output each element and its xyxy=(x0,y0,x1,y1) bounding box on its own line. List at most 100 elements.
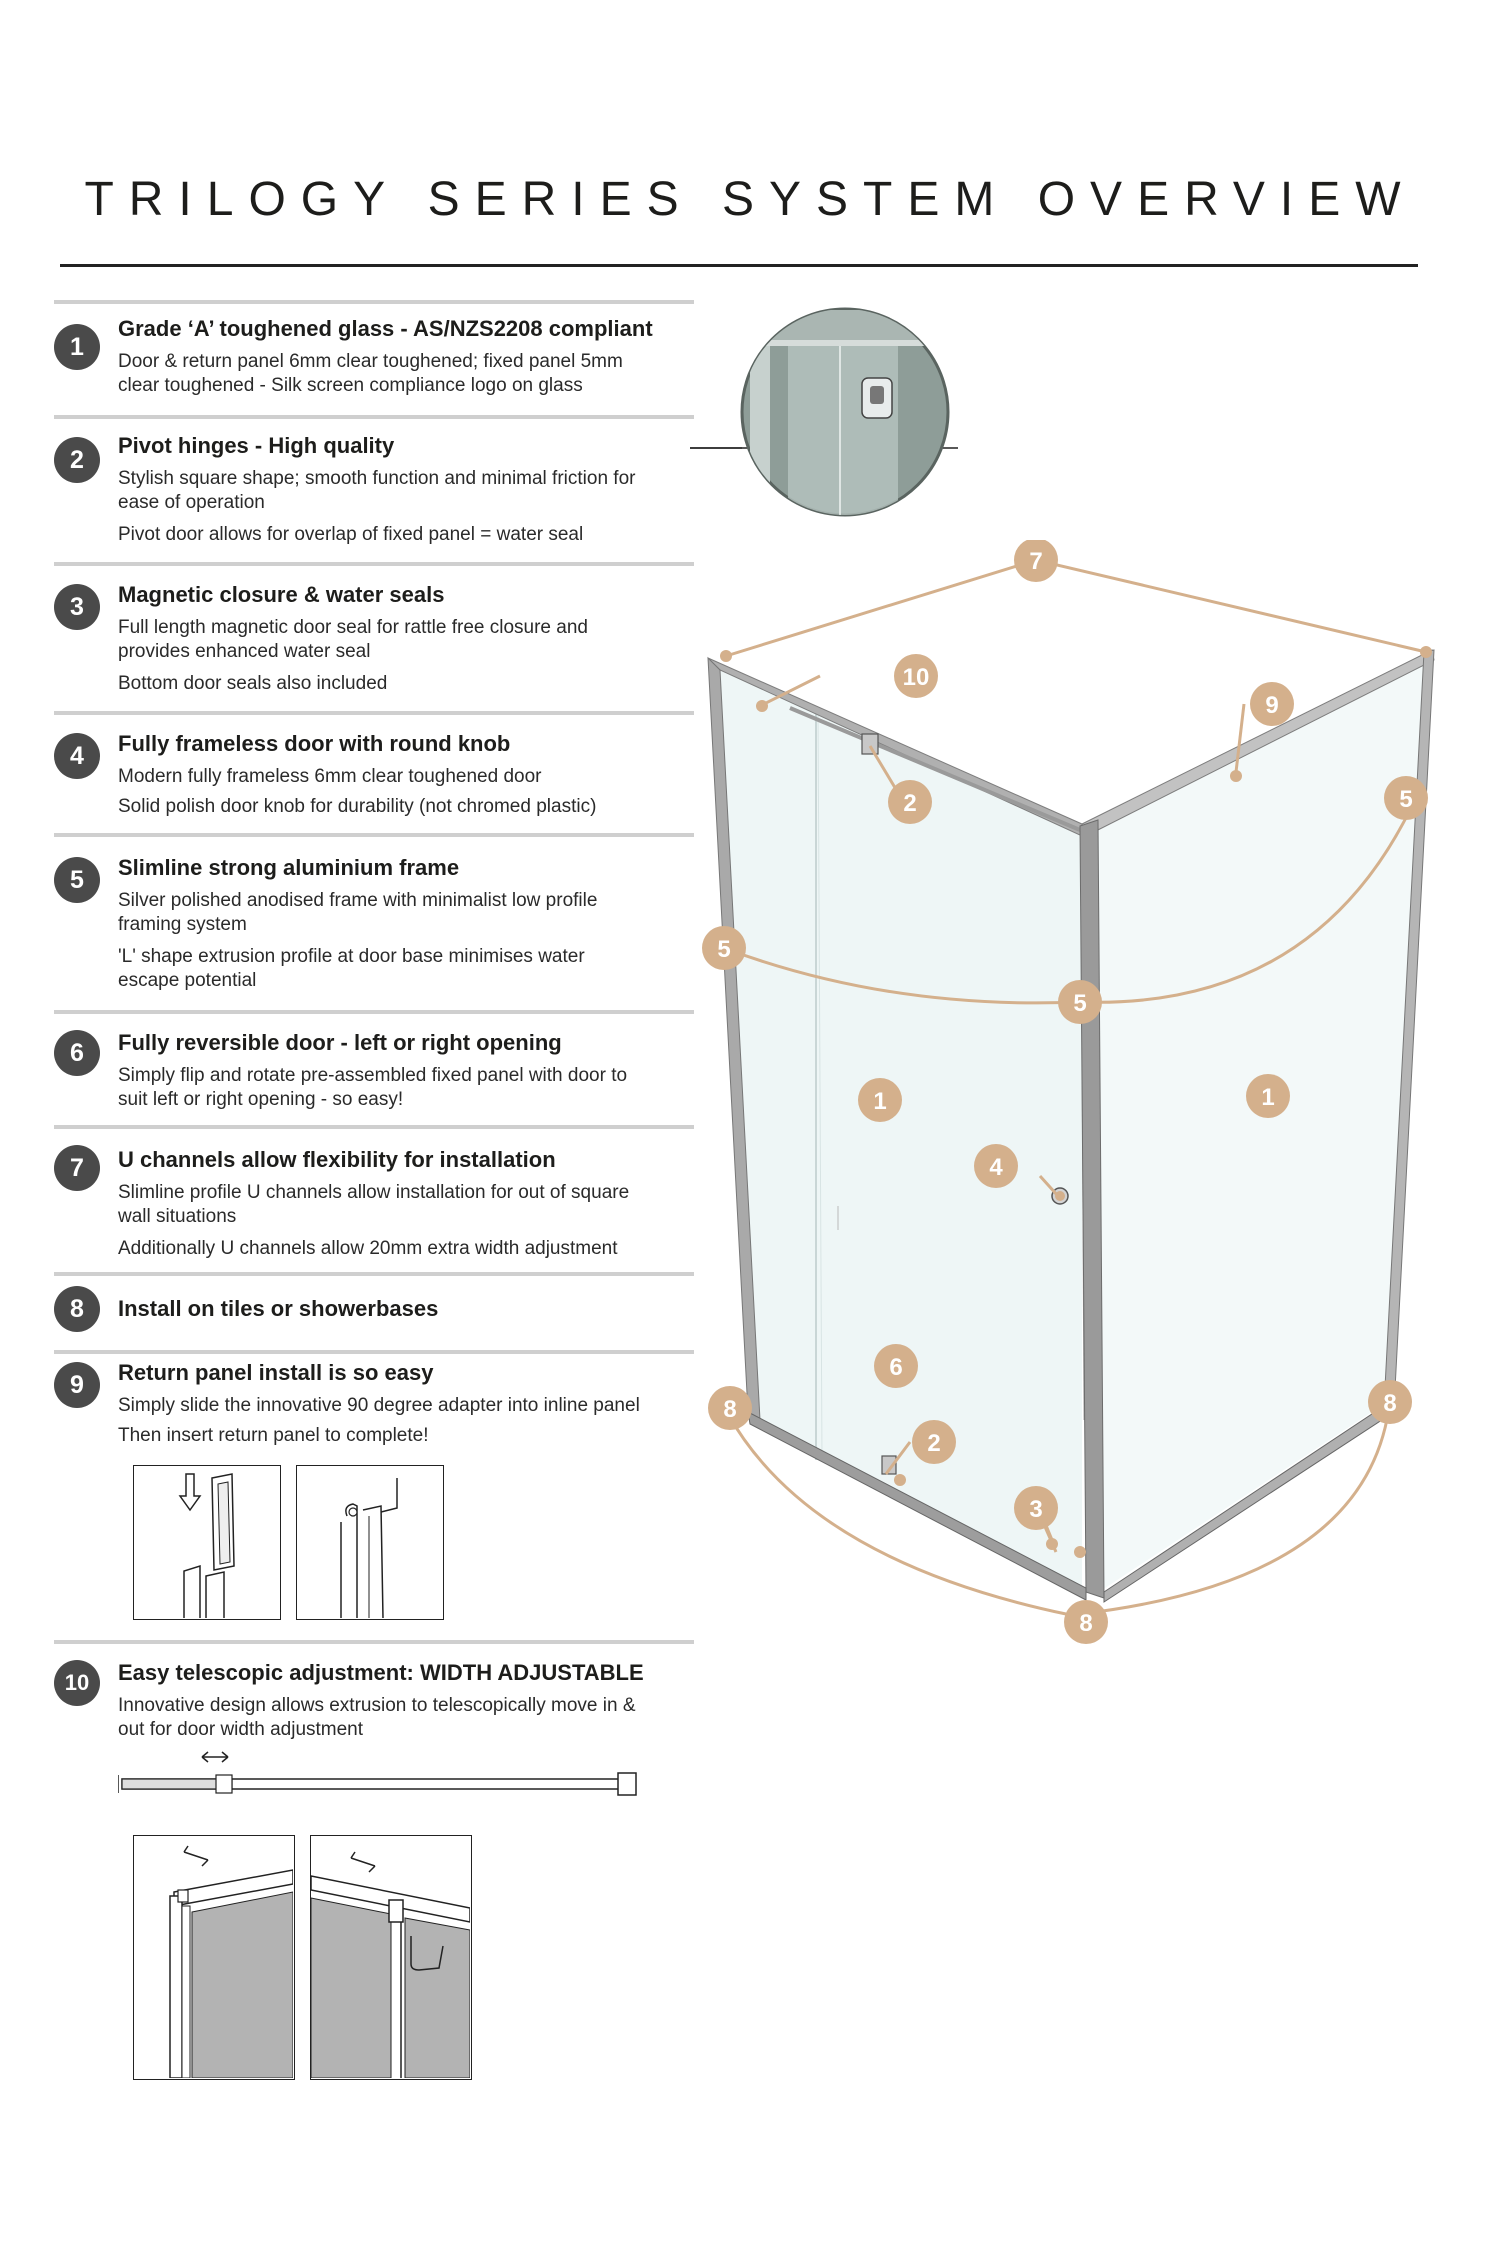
svg-text:9: 9 xyxy=(1265,692,1278,719)
feature-divider xyxy=(54,300,694,304)
telescopic-rail-illustration xyxy=(118,1751,637,1796)
return-panel-step-1-illustration xyxy=(133,1465,281,1620)
feature-number-badge: 10 xyxy=(54,1660,100,1706)
feature-divider xyxy=(54,1125,694,1129)
feature-divider xyxy=(54,711,694,715)
feature-number-badge: 2 xyxy=(54,437,100,483)
feature-line: Door & return panel 6mm clear toughened;… xyxy=(118,351,623,372)
return-panel-insert-icon xyxy=(340,1478,398,1619)
callout-badge: 7 xyxy=(1014,540,1058,582)
callout-badge: 5 xyxy=(1384,776,1428,820)
pivot-hinge-zoom xyxy=(690,307,958,517)
feature-title: Easy telescopic adjustment: WIDTH ADJUST… xyxy=(118,1660,644,1685)
feature-number-badge: 7 xyxy=(54,1145,100,1191)
adapter-slide-icon xyxy=(178,1473,235,1618)
callout-badge: 2 xyxy=(912,1420,956,1464)
telescopic-detail-1-drawing xyxy=(169,1845,294,2079)
callout-anchor-dots xyxy=(720,646,1432,1558)
callout-badge: 10 xyxy=(894,654,938,698)
feature-title: Fully frameless door with round knob xyxy=(118,731,511,756)
feature-line: Slimline profile U channels allow instal… xyxy=(118,1182,630,1203)
svg-text:1: 1 xyxy=(873,1088,886,1115)
feature-title: Magnetic closure & water seals xyxy=(118,582,445,607)
feature-line: Full length magnetic door seal for rattl… xyxy=(118,617,588,638)
svg-text:6: 6 xyxy=(889,1354,902,1381)
feature-number-badge: 1 xyxy=(54,324,100,370)
feature-description: Slimline profile U channels allow instal… xyxy=(118,1181,698,1261)
feature-line: wall situations xyxy=(118,1206,237,1227)
feature-divider xyxy=(54,562,694,566)
feature-description: Door & return panel 6mm clear toughened;… xyxy=(118,350,698,398)
svg-text:2: 2 xyxy=(927,1430,940,1457)
svg-text:8: 8 xyxy=(1383,1390,1396,1417)
feature-line: out for door width adjustment xyxy=(118,1719,364,1740)
feature-title: Slimline strong aluminium frame xyxy=(118,855,460,880)
feature-line: Simply slide the innovative 90 degree ad… xyxy=(118,1395,640,1416)
callout-badge: 3 xyxy=(1014,1486,1058,1530)
svg-text:4: 4 xyxy=(989,1154,1003,1181)
feature-line: suit left or right opening - so easy! xyxy=(118,1089,404,1110)
feature-number-badge: 3 xyxy=(54,584,100,630)
feature-description: Full length magnetic door seal for rattl… xyxy=(118,616,698,696)
feature-divider xyxy=(54,1640,694,1644)
page-title: TRILOGY SERIES SYSTEM OVERVIEW xyxy=(84,173,1416,226)
callout-badge: 4 xyxy=(974,1144,1018,1188)
feature-line: Innovative design allows extrusion to te… xyxy=(118,1695,636,1716)
callout-badge: 1 xyxy=(1246,1074,1290,1118)
telescopic-detail-1-illustration xyxy=(133,1835,295,2080)
feature-line: Additionally U channels allow 20mm extra… xyxy=(118,1238,618,1259)
feature-line: Simply flip and rotate pre-assembled fix… xyxy=(118,1065,628,1086)
feature-description: Stylish square shape; smooth function an… xyxy=(118,467,698,547)
feature-divider xyxy=(54,1010,694,1014)
feature-number-badge: 4 xyxy=(54,733,100,779)
feature-line: Then insert return panel to complete! xyxy=(118,1425,429,1446)
feature-line: provides enhanced water seal xyxy=(118,641,371,662)
svg-text:3: 3 xyxy=(1029,1496,1042,1523)
feature-title: Pivot hinges - High quality xyxy=(118,433,395,458)
feature-line: framing system xyxy=(118,914,247,935)
callout-badge: 8 xyxy=(1368,1380,1412,1424)
callout-badge: 1 xyxy=(858,1078,902,1122)
svg-text:1: 1 xyxy=(1261,1084,1274,1111)
feature-description: Innovative design allows extrusion to te… xyxy=(118,1694,698,1742)
svg-text:8: 8 xyxy=(723,1396,736,1423)
feature-number-badge: 6 xyxy=(54,1030,100,1076)
feature-title: Grade ‘A’ toughened glass - AS/NZS2208 c… xyxy=(118,316,653,341)
telescopic-detail-2-illustration xyxy=(310,1835,472,2080)
feature-line: clear toughened - Silk screen compliance… xyxy=(118,375,583,396)
feature-line: escape potential xyxy=(118,970,257,991)
shower-enclosure-diagram: 7 10 9 2 5 5 5 1 1 4 6 8 8 2 3 8 xyxy=(702,540,1435,1644)
svg-text:7: 7 xyxy=(1029,548,1042,575)
callout-badge: 8 xyxy=(1064,1600,1108,1644)
feature-line: Silver polished anodised frame with mini… xyxy=(118,890,598,911)
feature-divider xyxy=(54,1272,694,1276)
feature-line: Bottom door seals also included xyxy=(118,673,388,694)
svg-text:5: 5 xyxy=(1073,990,1086,1017)
feature-description: Silver polished anodised frame with mini… xyxy=(118,889,698,993)
feature-number-badge: 9 xyxy=(54,1362,100,1408)
title-divider xyxy=(60,264,1418,267)
feature-line: Solid polish door knob for durability (n… xyxy=(118,796,597,817)
return-panel-step-2-illustration xyxy=(296,1465,444,1620)
svg-text:5: 5 xyxy=(717,936,730,963)
feature-divider xyxy=(54,415,694,419)
callout-badge: 6 xyxy=(874,1344,918,1388)
svg-text:10: 10 xyxy=(903,664,930,691)
feature-line: ease of operation xyxy=(118,492,265,513)
svg-text:2: 2 xyxy=(903,790,916,817)
feature-line: 'L' shape extrusion profile at door base… xyxy=(118,946,585,967)
svg-text:5: 5 xyxy=(1399,786,1412,813)
feature-line: Pivot door allows for overlap of fixed p… xyxy=(118,524,584,545)
feature-number-badge: 8 xyxy=(54,1286,100,1332)
feature-description: Simply flip and rotate pre-assembled fix… xyxy=(118,1064,698,1112)
callout-badge: 5 xyxy=(702,926,746,970)
feature-title: Return panel install is so easy xyxy=(118,1360,434,1385)
feature-divider xyxy=(54,1350,694,1354)
feature-description: Modern fully frameless 6mm clear toughen… xyxy=(118,765,698,819)
callout-badge: 9 xyxy=(1250,682,1294,726)
feature-title: Fully reversible door - left or right op… xyxy=(118,1030,562,1055)
feature-line: Stylish square shape; smooth function an… xyxy=(118,468,636,489)
svg-text:8: 8 xyxy=(1079,1610,1092,1637)
feature-divider xyxy=(54,833,694,837)
callout-badge: 2 xyxy=(888,780,932,824)
